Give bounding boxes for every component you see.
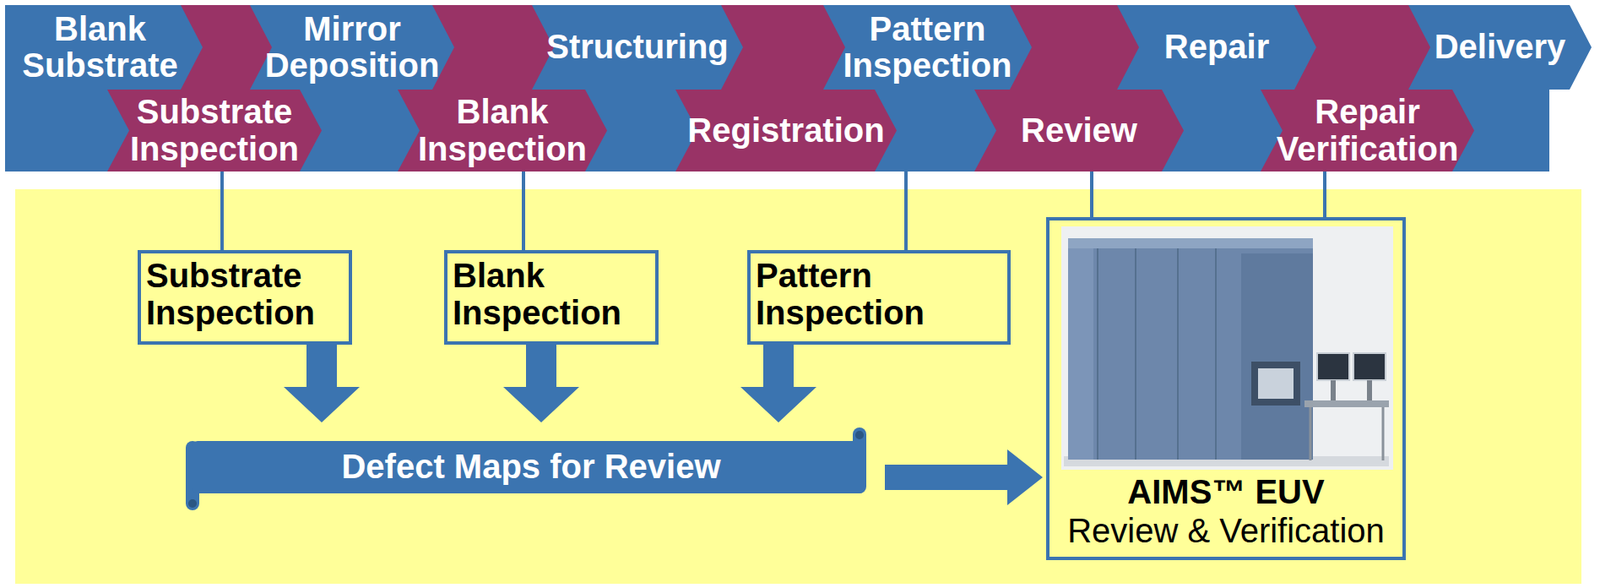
connector-line bbox=[220, 171, 224, 250]
scroll-curl bbox=[855, 430, 864, 440]
process-chevron: Substrate Inspection bbox=[107, 89, 322, 172]
panel-seam bbox=[1134, 248, 1137, 460]
photo-ground bbox=[1061, 226, 1394, 470]
block-arrow bbox=[283, 344, 360, 423]
process-chevron: Registration bbox=[675, 89, 897, 172]
machine-illustration bbox=[1061, 226, 1394, 470]
chevron-fill bbox=[1117, 5, 1317, 90]
desk bbox=[1304, 400, 1389, 407]
cabinet-front bbox=[1241, 253, 1313, 460]
tool-box: AIMS™ EUVReview & Verification bbox=[1046, 216, 1406, 560]
connector-line bbox=[1090, 171, 1094, 217]
process-chevron: Structuring bbox=[531, 5, 744, 90]
desk-leg bbox=[1382, 406, 1385, 461]
chevron-fill bbox=[1260, 89, 1475, 172]
block-arrow bbox=[740, 344, 817, 423]
scroll-band bbox=[192, 440, 865, 494]
node-label: Blank Inspection bbox=[408, 93, 597, 167]
node-label: Defect Maps for Review bbox=[217, 447, 845, 485]
node-label: Pattern Inspection bbox=[755, 256, 1003, 331]
chevron-fill bbox=[675, 89, 897, 172]
desk-leg bbox=[1309, 406, 1313, 461]
node-label: Registration bbox=[686, 112, 886, 149]
process-chevron: Review bbox=[974, 89, 1184, 172]
panel-seam bbox=[1214, 248, 1217, 460]
node-label: Substrate Inspection bbox=[146, 256, 344, 331]
chevron-fill bbox=[249, 5, 455, 90]
connector-line bbox=[521, 171, 526, 250]
inspection-box: Substrate Inspection bbox=[137, 249, 353, 345]
block-arrow bbox=[884, 449, 1043, 505]
yellow-panel bbox=[15, 189, 1582, 584]
node-label: Repair bbox=[1128, 28, 1306, 66]
lower-band bbox=[5, 89, 1550, 172]
chevron-fill bbox=[397, 89, 608, 172]
cabinet bbox=[1068, 238, 1313, 460]
node-label: AIMS™ EUV bbox=[1056, 471, 1396, 511]
process-chevron: Pattern Inspection bbox=[823, 5, 1032, 90]
node-label: Delivery bbox=[1419, 28, 1581, 66]
monitor-stand bbox=[1366, 379, 1373, 401]
chevron-fill bbox=[5, 5, 203, 90]
panel-seam bbox=[1176, 248, 1179, 460]
node-label: Repair Verification bbox=[1271, 93, 1464, 167]
connector-line bbox=[904, 89, 908, 250]
node-label: Substrate Inspection bbox=[118, 93, 311, 167]
node-label: Review & Verification bbox=[1056, 510, 1396, 550]
chevron-fill bbox=[107, 89, 322, 172]
connector-line bbox=[1323, 171, 1327, 217]
load-port-window bbox=[1258, 368, 1294, 399]
node-label: Review bbox=[985, 112, 1173, 149]
upper-band bbox=[5, 5, 1436, 90]
process-chevron: Delivery bbox=[1408, 5, 1592, 90]
scroll-curl bbox=[188, 498, 197, 508]
process-chevron: Blank Substrate bbox=[5, 5, 203, 90]
chevron-fill bbox=[974, 89, 1184, 172]
process-chevron: Repair bbox=[1117, 5, 1317, 90]
monitor bbox=[1317, 352, 1350, 380]
panel-seam bbox=[1096, 248, 1099, 460]
cabinet-side bbox=[1068, 248, 1094, 460]
defect-map-scroll: Defect Maps for Review bbox=[184, 422, 879, 514]
node-label: Blank Substrate bbox=[8, 10, 192, 84]
chevron-fill bbox=[531, 5, 744, 90]
process-chevron: Repair Verification bbox=[1260, 89, 1475, 172]
node-label: Mirror Deposition bbox=[260, 10, 444, 84]
chevron-fill bbox=[1408, 5, 1592, 90]
node-label: Pattern Inspection bbox=[834, 10, 1021, 84]
inspection-box: Pattern Inspection bbox=[747, 249, 1011, 345]
cabinet-top bbox=[1068, 238, 1313, 249]
node-label: Structuring bbox=[542, 28, 733, 66]
inspection-box: Blank Inspection bbox=[444, 249, 659, 345]
process-chevron: Blank Inspection bbox=[397, 89, 608, 172]
chevron-fill bbox=[823, 5, 1032, 90]
node-label: Blank Inspection bbox=[452, 256, 651, 331]
block-arrow bbox=[503, 344, 580, 423]
load-port bbox=[1251, 361, 1301, 406]
monitor bbox=[1353, 352, 1386, 380]
monitor-stand bbox=[1330, 379, 1336, 401]
process-chevron: Mirror Deposition bbox=[249, 5, 455, 90]
